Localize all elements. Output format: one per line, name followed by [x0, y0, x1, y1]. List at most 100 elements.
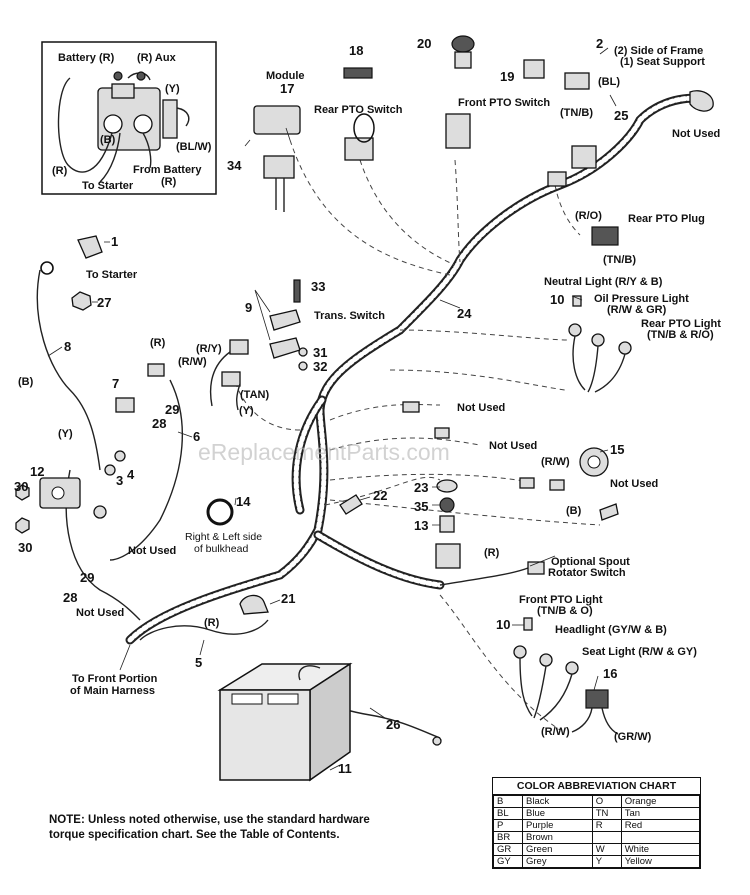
part-16: 16: [603, 666, 617, 681]
abbr-cell: B: [493, 795, 523, 808]
inset-r-under-label: (R): [161, 176, 177, 188]
part-35: 35: [414, 499, 428, 514]
part-21: 21: [281, 591, 295, 606]
inset-y-label: (Y): [165, 83, 180, 95]
abbr-cell: Y: [591, 855, 622, 868]
inset-to-starter-label: To Starter: [82, 180, 134, 192]
inset-r-left-label: (R): [52, 165, 68, 177]
part-17: 17: [280, 81, 294, 96]
color-cell: Purple: [522, 819, 593, 832]
gr-w-label: (GR/W): [614, 731, 652, 743]
part-28-upper: 28: [152, 416, 166, 431]
torque-note: NOTE: Unless noted otherwise, use the st…: [49, 814, 370, 841]
bulkhead-label-1: Right & Left side: [185, 531, 262, 543]
tn-b-top-label: (TN/B): [560, 107, 593, 119]
table-row: GY Grey Y Yellow: [493, 855, 701, 868]
side-of-frame-label: (2) Side of Frame: [614, 45, 703, 57]
abbr-cell: BL: [493, 807, 523, 820]
color-abbreviation-chart: COLOR ABBREVIATION CHART B Black O Orang…: [492, 777, 701, 869]
abbr-cell: W: [591, 843, 622, 856]
oil-pressure-colors-label: (R/W & GR): [607, 304, 667, 316]
module-label: Module: [266, 70, 305, 82]
r-5-label: (R): [204, 617, 220, 629]
inset-from-battery-label: From Battery: [133, 164, 202, 176]
part-14: 14: [236, 494, 251, 509]
part-4: 4: [127, 467, 135, 482]
r-o-label: (R/O): [575, 210, 602, 222]
part-30-upper: 30: [14, 479, 28, 494]
part-numbers: 1 2 3 4 5 6 7 8 9 10 10 11 12 13 14 15 1…: [14, 36, 628, 776]
battery: [217, 662, 353, 782]
abbr-cell: GR: [493, 843, 523, 856]
table-row: GR Green W White: [493, 843, 701, 856]
color-cell: Grey: [522, 855, 593, 868]
part-10-lower: 10: [496, 617, 510, 632]
inset-aux-label: (R) Aux: [137, 52, 177, 64]
not-used-right-label: Not Used: [610, 478, 658, 490]
part-19: 19: [500, 69, 514, 84]
main-harness: [125, 93, 710, 645]
not-used-left1-label: Not Used: [128, 545, 176, 557]
watermark: eReplacementParts.com: [198, 439, 450, 465]
inset-b-label: (B): [100, 134, 116, 146]
color-cell: Red: [620, 819, 701, 832]
color-cell: White: [620, 843, 701, 856]
table-row: P Purple R Red: [493, 819, 701, 832]
part-33: 33: [311, 279, 325, 294]
r-w-mid-label: (R/W): [541, 456, 570, 468]
part-20: 20: [417, 36, 431, 51]
bulkhead-label-2: of bulkhead: [194, 543, 248, 555]
not-used-top-label: Not Used: [672, 128, 720, 140]
trans-switch-label: Trans. Switch: [314, 310, 385, 322]
r-y-label: (R/Y): [196, 343, 222, 355]
not-used-left2-label: Not Used: [76, 607, 124, 619]
front-pto-light-label: Front PTO Light: [519, 594, 603, 606]
neutral-light-label: Neutral Light (R/Y & B): [544, 276, 663, 288]
part-25: 25: [614, 108, 628, 123]
abbr-cell: BR: [493, 831, 523, 844]
part-18: 18: [349, 43, 363, 58]
part-3: 3: [116, 473, 123, 488]
part-5: 5: [195, 655, 202, 670]
harness-branches: [36, 139, 601, 739]
part-9: 9: [245, 300, 252, 315]
y-small-label: (Y): [239, 405, 254, 417]
color-cell: [620, 831, 701, 844]
color-cell: Green: [522, 843, 593, 856]
part-11: 11: [338, 761, 352, 776]
part-22: 22: [373, 488, 387, 503]
part-10-upper: 10: [550, 292, 564, 307]
r-w-left-label: (R/W): [178, 356, 207, 368]
r-7-label: (R): [150, 337, 166, 349]
color-cell: Black: [522, 795, 593, 808]
inset-battery-r-label: Battery (R): [58, 52, 115, 64]
to-front-label-1: To Front Portion: [72, 673, 158, 685]
front-pto-switch-label: Front PTO Switch: [458, 97, 550, 109]
callout-labels: (2) Side of Frame (1) Seat Support (BL) …: [18, 45, 721, 743]
abbr-cell: R: [591, 819, 622, 832]
bl-wire-label: (BL): [598, 76, 620, 88]
part-28-lower: 28: [63, 590, 77, 605]
rear-pto-plug-label: Rear PTO Plug: [628, 213, 705, 225]
part-13: 13: [414, 518, 428, 533]
components: [15, 35, 714, 782]
seat-support-label: (1) Seat Support: [620, 56, 705, 68]
seat-light-label: Seat Light (R/W & GY): [582, 646, 697, 658]
part-32: 32: [313, 359, 327, 374]
abbr-cell: GY: [493, 855, 523, 868]
rear-pto-light-label: Rear PTO Light: [641, 318, 721, 330]
part-6: 6: [193, 429, 200, 444]
optional-spout-label-2: Rotator Switch: [548, 567, 626, 579]
part-7: 7: [112, 376, 119, 391]
b-mid-label: (B): [566, 505, 582, 517]
color-cell: Blue: [522, 807, 593, 820]
tan-label: (TAN): [240, 389, 269, 401]
table-row: BR Brown: [493, 831, 701, 844]
y-12-label: (Y): [58, 428, 73, 440]
inset-bl-w-label: (BL/W): [176, 141, 212, 153]
tn-b-plug-label: (TN/B): [603, 254, 636, 266]
part-34: 34: [227, 158, 242, 173]
abbr-cell: P: [493, 819, 523, 832]
part-24: 24: [457, 306, 472, 321]
